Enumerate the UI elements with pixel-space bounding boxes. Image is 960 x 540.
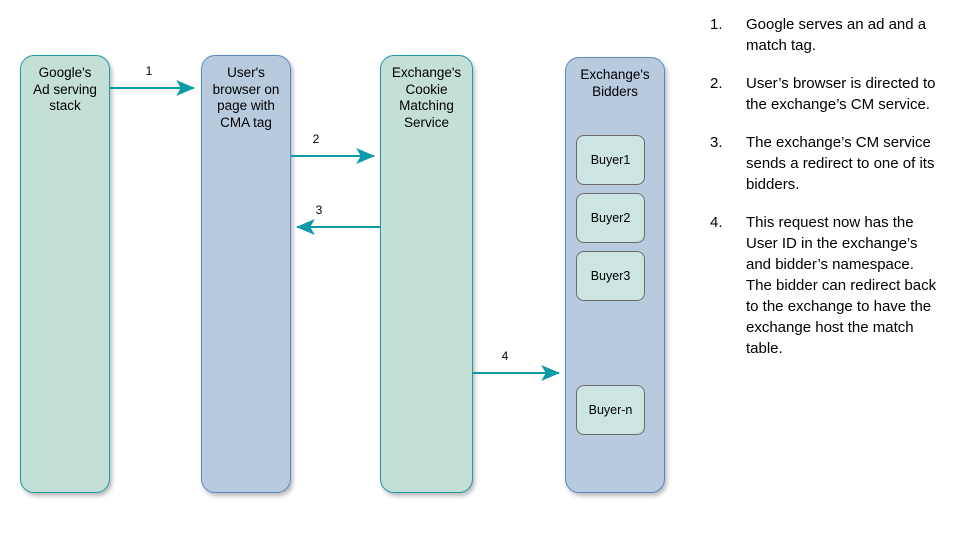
arrow-1-label: 1: [145, 64, 153, 78]
buyer-label: Buyer2: [590, 211, 631, 225]
legend-item-number: 3.: [710, 134, 723, 151]
node-exchange-cookie-matching-service: Exchange's Cookie Matching Service: [380, 55, 473, 493]
node-label: Exchange's Bidders: [580, 67, 650, 99]
legend-item-text: Google serves an ad and a match tag.: [746, 16, 927, 54]
arrow-2-label: 2: [312, 132, 320, 146]
legend-item: 1. Google serves an ad and a match tag.: [710, 14, 942, 56]
legend-item-text: This request now has the User ID in the …: [746, 214, 937, 357]
buyer-label: Buyer-n: [588, 403, 633, 417]
buyer-box-buyer3: Buyer3: [576, 251, 645, 301]
buyer-label: Buyer1: [590, 153, 631, 167]
legend-item-text: User’s browser is directed to the exchan…: [746, 75, 936, 113]
legend-item-text: The exchange’s CM service sends a redire…: [746, 134, 935, 193]
buyer-label: Buyer3: [590, 269, 631, 283]
legend-item: 4. This request now has the User ID in t…: [710, 212, 942, 359]
legend-list: 1. Google serves an ad and a match tag. …: [710, 14, 942, 376]
node-label: Google's Ad serving stack: [33, 65, 97, 113]
node-label: User's browser on page with CMA tag: [212, 65, 280, 130]
legend-item-number: 1.: [710, 16, 723, 33]
buyer-box-buyer2: Buyer2: [576, 193, 645, 243]
legend-item-number: 2.: [710, 75, 723, 92]
arrow-3-label: 3: [315, 203, 323, 217]
legend-item-number: 4.: [710, 214, 723, 231]
buyer-box-buyer1: Buyer1: [576, 135, 645, 185]
legend-item: 2. User’s browser is directed to the exc…: [710, 73, 942, 115]
buyer-box-buyer-n: Buyer-n: [576, 385, 645, 435]
arrow-4-label: 4: [501, 349, 509, 363]
node-user-browser: User's browser on page with CMA tag: [201, 55, 291, 493]
legend-item: 3. The exchange’s CM service sends a red…: [710, 132, 942, 195]
node-google-ad-serving-stack: Google's Ad serving stack: [20, 55, 110, 493]
node-label: Exchange's Cookie Matching Service: [391, 65, 462, 130]
